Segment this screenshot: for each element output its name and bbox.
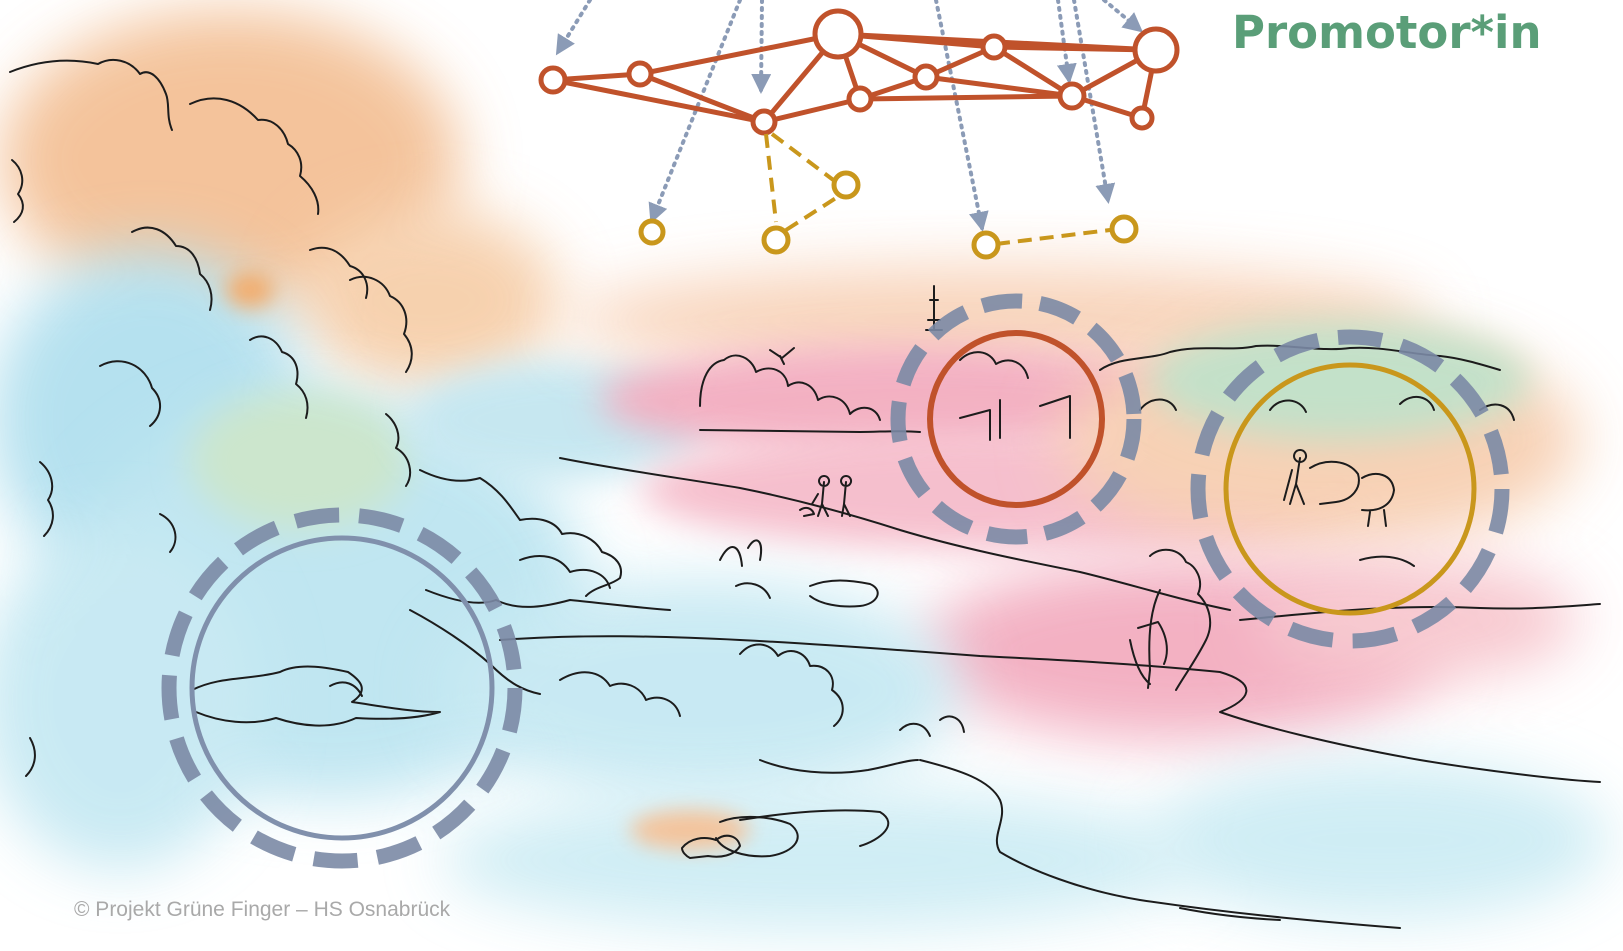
copyright-credit: © Projekt Grüne Finger – HS Osnabrück xyxy=(74,898,451,921)
watercolor-background xyxy=(0,10,1610,930)
network-diagram xyxy=(538,0,1180,260)
focus-ring-water xyxy=(161,507,523,869)
promoter-nodes xyxy=(538,8,1180,136)
sheep-herder-sketch xyxy=(1283,449,1395,527)
focus-ring-meadow xyxy=(1190,329,1510,649)
landscape-sketch xyxy=(9,58,1601,929)
bird-sketch xyxy=(769,347,795,365)
frog-sketch xyxy=(681,834,741,859)
person-bending-sketch xyxy=(1129,548,1212,691)
diagram-title: Promotor*in xyxy=(1232,6,1542,59)
trees-sketch xyxy=(9,58,173,131)
stream-sketch xyxy=(419,469,622,597)
dog-walkers-sketch xyxy=(799,475,853,517)
town-sketch xyxy=(699,354,921,433)
local-networks xyxy=(764,132,1111,246)
focus-ring-town xyxy=(890,293,1142,545)
local-nodes xyxy=(638,170,1139,260)
